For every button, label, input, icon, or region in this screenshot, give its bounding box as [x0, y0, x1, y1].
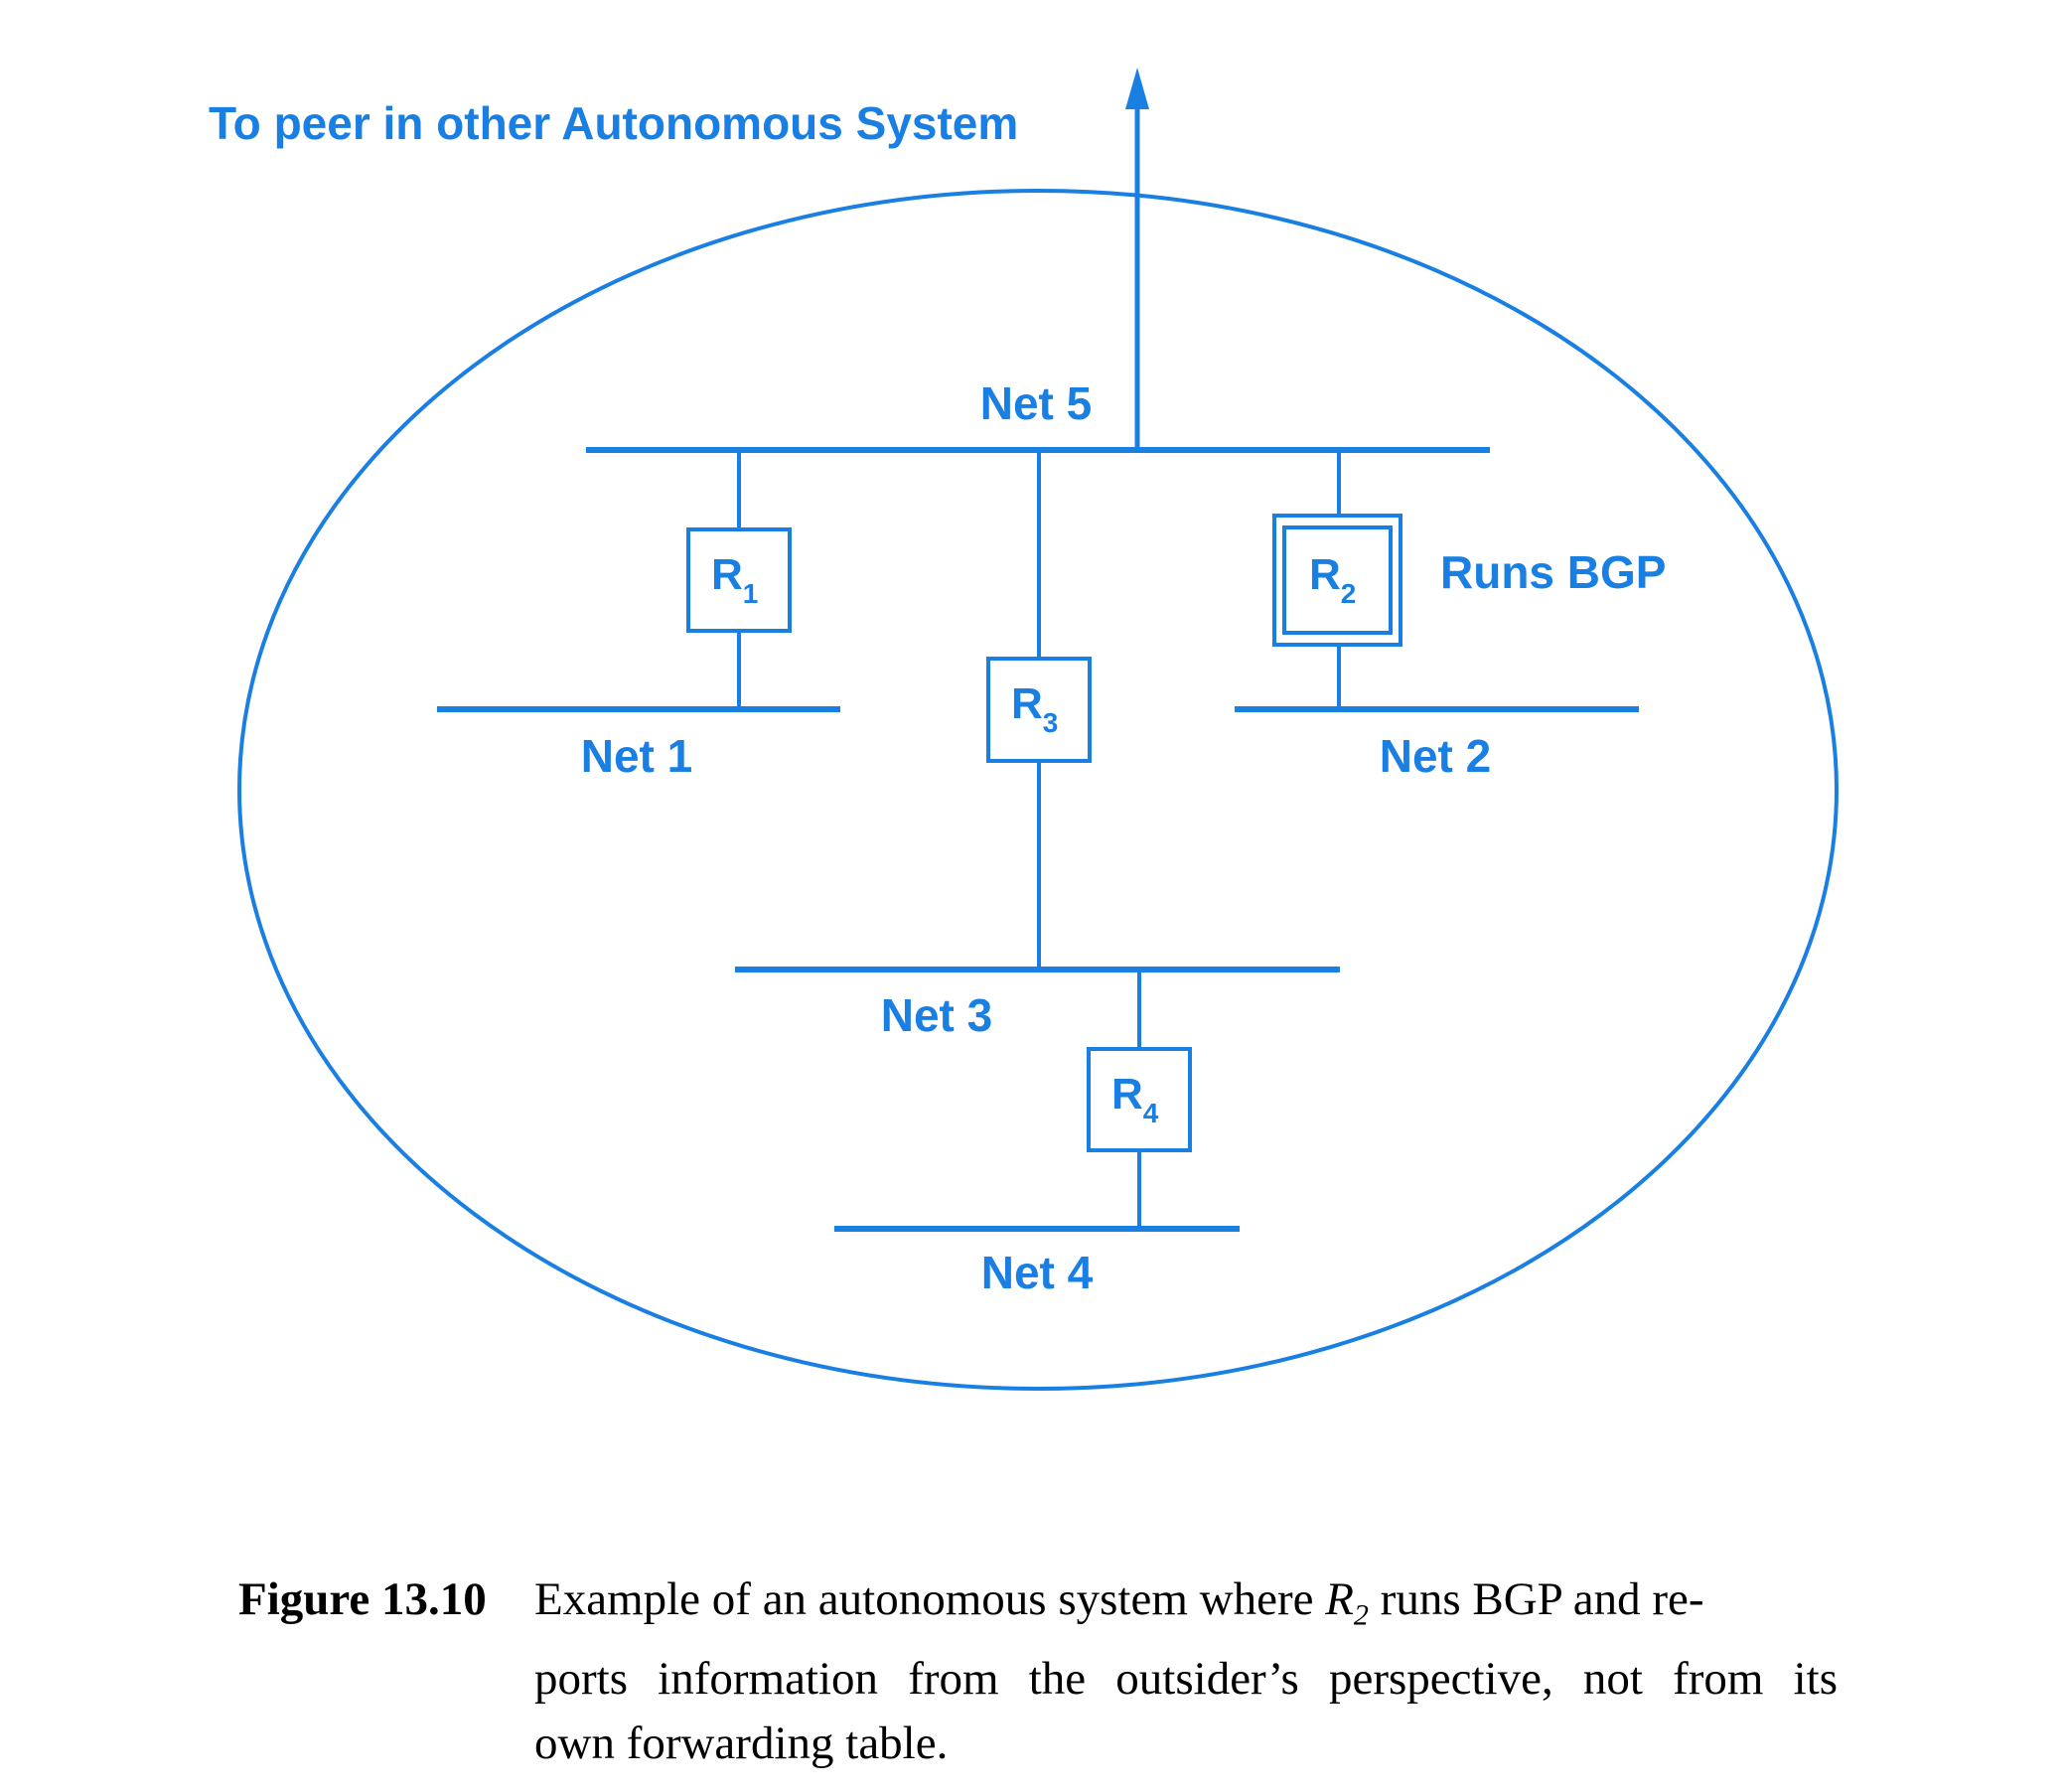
net3-label: Net 3 — [881, 989, 992, 1041]
router-r1-label: R1 — [711, 550, 758, 609]
figure-caption: Figure 13.10 Example of an autonomous sys… — [238, 1568, 1838, 1776]
caption-text-1a: Example of an autonomous system where — [534, 1573, 1326, 1625]
caption-line-3-wrap: own forwarding table. — [238, 1712, 1838, 1776]
router-r4-label: R4 — [1111, 1070, 1159, 1128]
uplink-arrowhead — [1125, 68, 1149, 109]
router-r3-box — [986, 657, 1092, 763]
caption-text-1b: runs BGP and re- — [1368, 1573, 1704, 1625]
top-label: To peer in other Autonomous System — [209, 97, 1018, 149]
router-r2-box-inner — [1282, 525, 1393, 635]
side-label-runs-bgp: Runs BGP — [1440, 546, 1666, 598]
caption-line-3: own forwarding table. — [534, 1717, 949, 1770]
autonomous-system-boundary — [237, 189, 1839, 1391]
router-r2-box-outer — [1272, 514, 1402, 647]
figure-number: Figure 13.10 — [238, 1573, 487, 1625]
router-r4-box — [1087, 1047, 1192, 1152]
net2-label: Net 2 — [1380, 730, 1491, 782]
caption-line-2: ports information from the outsider’s pe… — [534, 1653, 1838, 1706]
caption-line-2-wrap: ports information from the outsider’s pe… — [238, 1647, 1838, 1712]
caption-line-1: Figure 13.10 Example of an autonomous sys… — [238, 1568, 1838, 1647]
net1-label: Net 1 — [581, 730, 692, 782]
net5-label: Net 5 — [980, 377, 1092, 429]
caption-router-ref: R2 — [1325, 1573, 1369, 1632]
router-r1-box — [686, 527, 792, 633]
net4-label: Net 4 — [981, 1247, 1094, 1298]
router-r3-label: R3 — [1011, 679, 1058, 738]
router-r2-label: R2 — [1309, 550, 1356, 609]
